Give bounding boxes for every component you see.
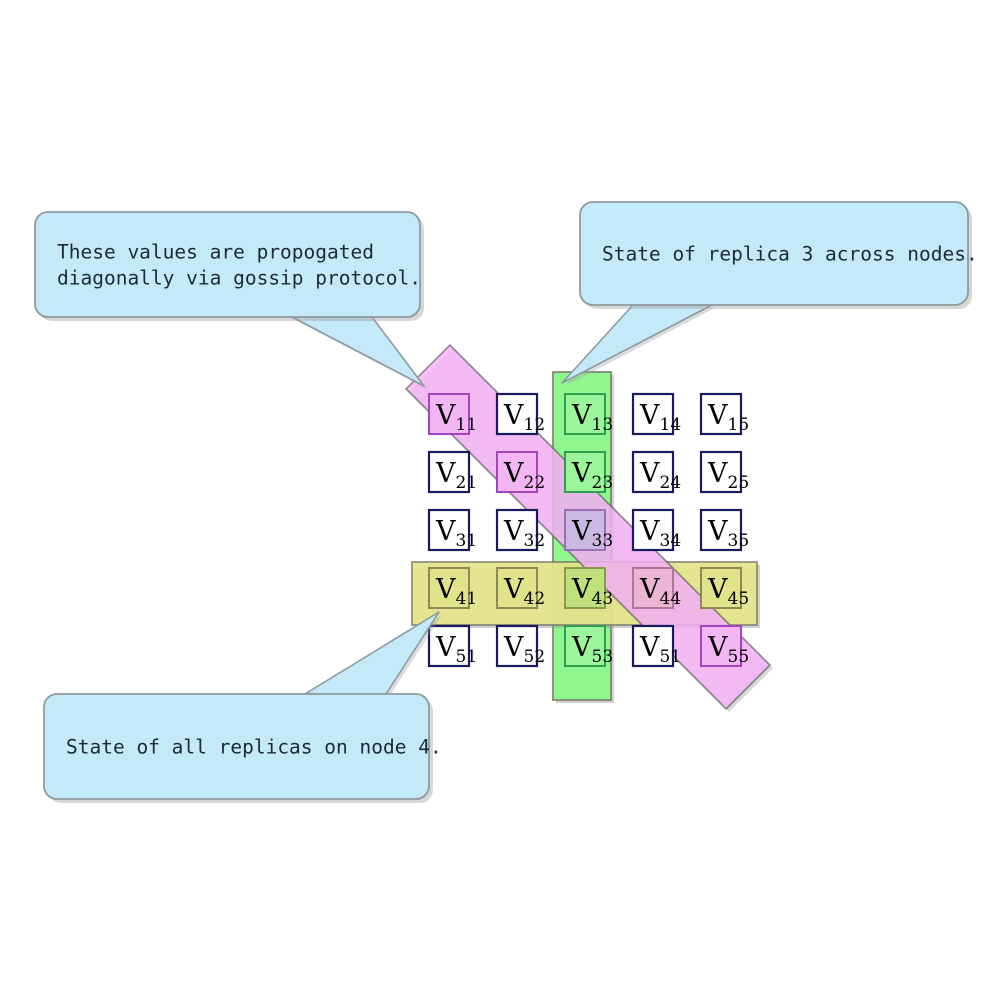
grid-cell-label: V14 bbox=[639, 400, 681, 435]
grid-cell[interactable]: V12 bbox=[495, 392, 545, 436]
grid-cell-box[interactable] bbox=[564, 509, 606, 551]
grid-cell-box[interactable] bbox=[427, 508, 471, 552]
callout-node-4[interactable]: State of all replicas on node 4. bbox=[43, 611, 442, 803]
grid-cell-label: V53 bbox=[571, 632, 613, 667]
callout-tail-shadow bbox=[295, 320, 427, 389]
grid-cell[interactable]: V15 bbox=[699, 392, 749, 436]
grid-cell[interactable]: V55 bbox=[700, 625, 749, 667]
grid-cell[interactable]: V14 bbox=[631, 392, 681, 436]
grid-cell[interactable]: V22 bbox=[496, 451, 545, 493]
grid-cell-label: V51 bbox=[435, 632, 477, 667]
callout-text-line: diagonally via gossip protocol. bbox=[57, 267, 421, 290]
grid-cell-box[interactable] bbox=[495, 392, 539, 436]
callout-box[interactable] bbox=[34, 211, 421, 318]
grid-cell[interactable]: V31 bbox=[427, 508, 477, 552]
grid-cell[interactable]: V21 bbox=[427, 450, 477, 494]
grid-cell[interactable]: V51 bbox=[427, 624, 477, 668]
grid-cell-box[interactable] bbox=[495, 508, 539, 552]
grid-cell-box[interactable] bbox=[631, 624, 675, 668]
grid-cell[interactable]: V41 bbox=[428, 567, 477, 609]
grid-cell-label: V25 bbox=[707, 458, 749, 493]
grid-cell-box[interactable] bbox=[699, 392, 743, 436]
grid-cell-box[interactable] bbox=[496, 451, 538, 493]
grid-cell-label: V13 bbox=[571, 400, 613, 435]
grid-cell[interactable]: V23 bbox=[564, 451, 613, 493]
grid-cell-box[interactable] bbox=[428, 567, 470, 609]
grid-cell-box[interactable] bbox=[427, 624, 471, 668]
grid-cell-label: V11 bbox=[435, 400, 477, 435]
grid-cell-label: V42 bbox=[503, 574, 545, 609]
grid-cell-box[interactable] bbox=[699, 450, 743, 494]
grid-cell-box[interactable] bbox=[564, 451, 606, 493]
grid-cell[interactable]: V33 bbox=[564, 509, 613, 551]
grid-cell-box[interactable] bbox=[699, 508, 743, 552]
grid-cell-label: V15 bbox=[707, 400, 749, 435]
grid-cell[interactable]: V25 bbox=[699, 450, 749, 494]
grid-cell-label: V21 bbox=[435, 458, 477, 493]
grid-cell[interactable]: V44 bbox=[632, 567, 681, 609]
grid-cell-label: V12 bbox=[503, 400, 545, 435]
callout-tail bbox=[561, 304, 713, 384]
callout-text-line: State of all replicas on node 4. bbox=[66, 736, 442, 759]
grid-cell-box[interactable] bbox=[700, 625, 742, 667]
grid-cell[interactable]: V51 bbox=[631, 624, 681, 668]
grid-cell[interactable]: V34 bbox=[631, 508, 681, 552]
grid-cell[interactable]: V24 bbox=[631, 450, 681, 494]
grid-cell-box[interactable] bbox=[632, 567, 674, 609]
callout-tail bbox=[291, 316, 425, 387]
grid-cell[interactable]: V42 bbox=[496, 567, 545, 609]
grid-cell[interactable]: V52 bbox=[495, 624, 545, 668]
grid-cell-label: V43 bbox=[571, 574, 613, 609]
grid-cell-label: V34 bbox=[639, 516, 681, 551]
grid-cell[interactable]: V13 bbox=[564, 393, 613, 435]
grid-cell-box[interactable] bbox=[428, 393, 470, 435]
grid-cell-label: V33 bbox=[571, 516, 613, 551]
callout-box[interactable] bbox=[43, 693, 430, 800]
callout-gossip[interactable]: These values are propogated diagonally vi… bbox=[34, 211, 427, 389]
callout-tail-shadow bbox=[565, 308, 715, 386]
callout-box[interactable] bbox=[579, 201, 969, 306]
grid-cell[interactable]: V32 bbox=[495, 508, 545, 552]
grid-cell-box[interactable] bbox=[631, 508, 675, 552]
callout-text-line: These values are propogated bbox=[57, 241, 374, 264]
grid-cell-label: V45 bbox=[707, 574, 749, 609]
grid-cell[interactable]: V43 bbox=[564, 567, 613, 609]
grid-cell-box[interactable] bbox=[564, 625, 606, 667]
grid-cell-label: V52 bbox=[503, 632, 545, 667]
grid-cell-box[interactable] bbox=[427, 450, 471, 494]
grid-cell-box[interactable] bbox=[631, 450, 675, 494]
grid-cell[interactable]: V11 bbox=[428, 393, 477, 435]
callout-tail bbox=[304, 611, 440, 695]
grid-cell-box[interactable] bbox=[564, 567, 606, 609]
grid-cell-box[interactable] bbox=[700, 567, 742, 609]
grid-cell-label: V24 bbox=[639, 458, 681, 493]
grid-cell[interactable]: V35 bbox=[699, 508, 749, 552]
grid-cell-box[interactable] bbox=[564, 393, 606, 435]
grid-cell-label: V41 bbox=[435, 574, 477, 609]
grid-cell-label: V51 bbox=[639, 632, 681, 667]
callout-replica-3[interactable]: State of replica 3 across nodes. bbox=[561, 201, 978, 386]
grid-cell[interactable]: V45 bbox=[700, 567, 749, 609]
grid-cell-label: V32 bbox=[503, 516, 545, 551]
grid-cell[interactable]: V53 bbox=[564, 625, 613, 667]
grid-cell-label: V44 bbox=[639, 574, 681, 609]
grid-cell-box[interactable] bbox=[496, 567, 538, 609]
grid-cell-label: V55 bbox=[707, 632, 749, 667]
grid-cell-label: V31 bbox=[435, 516, 477, 551]
grid-cell-box[interactable] bbox=[631, 392, 675, 436]
grid-cell-label: V22 bbox=[503, 458, 545, 493]
grid-cell-label: V35 bbox=[707, 516, 749, 551]
grid-cell-label: V23 bbox=[571, 458, 613, 493]
callout-text-line: State of replica 3 across nodes. bbox=[602, 243, 978, 266]
grid-cell-box[interactable] bbox=[495, 624, 539, 668]
